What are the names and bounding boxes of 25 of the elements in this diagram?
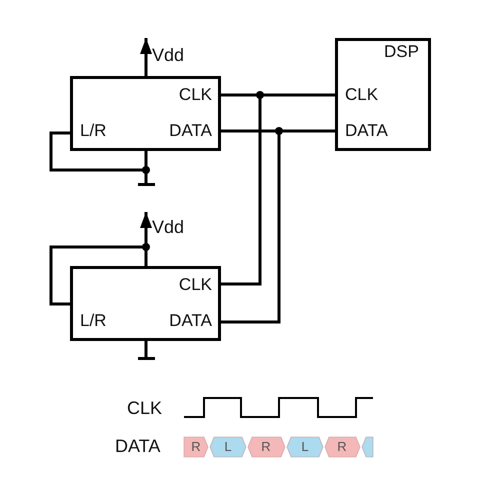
chip-block — [335, 38, 431, 151]
supply-label: Vdd — [152, 44, 192, 66]
arrow — [140, 38, 152, 76]
pin-label: CLK — [345, 85, 378, 105]
pin-label: L/R — [80, 121, 106, 141]
pin-label: DATA — [169, 311, 212, 331]
signal-label: DATA — [115, 436, 160, 456]
pin-label: DATA — [345, 121, 388, 141]
ground-symbol — [138, 357, 155, 360]
chip-label: DSP — [384, 42, 419, 62]
supply-label: Vdd — [152, 216, 192, 238]
channel-letter: R — [191, 439, 201, 454]
pin-label: CLK — [178, 275, 212, 295]
pin-label: L/R — [80, 311, 106, 331]
channel-letter: R — [261, 439, 271, 454]
channel-letter: L — [224, 439, 232, 454]
ground-symbol — [138, 183, 155, 186]
signal-label: CLK — [127, 398, 162, 418]
channel-letter: R — [337, 439, 347, 454]
channel-letter: L — [301, 439, 309, 454]
chip-block — [70, 76, 221, 151]
chip-block — [70, 266, 221, 341]
pin-label: DATA — [169, 121, 212, 141]
pin-label: CLK — [178, 85, 212, 105]
wire — [144, 341, 148, 357]
